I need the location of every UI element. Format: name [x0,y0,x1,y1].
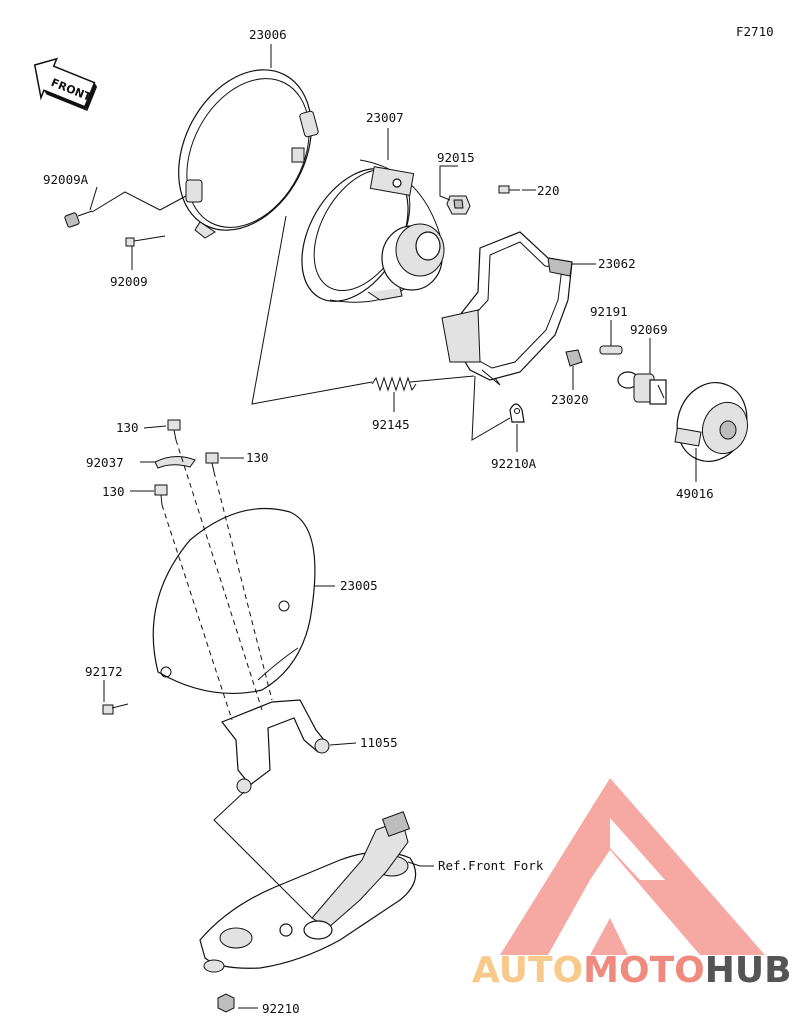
plate-92210A [509,403,525,423]
label-92145: 92145 [372,417,410,432]
label-92015: 92015 [437,150,475,165]
watermark-text: AUTOMOTOHUB [472,950,792,991]
label-23006: 23006 [249,27,287,42]
bulb-92069 [617,371,667,405]
label-92009A: 92009A [43,172,89,187]
front-fork-clamp [199,811,417,973]
bracket-23062 [441,231,573,386]
nut-92210 [217,993,235,1013]
label-23020: 23020 [551,392,589,407]
screw-92172 [102,703,129,715]
front-arrow-icon: FRONT [33,57,98,112]
figure-code: F2710 [736,24,774,39]
label-11055: 11055 [360,735,398,750]
label-92037: 92037 [86,455,124,470]
bolt-92009A [64,210,93,228]
headlight-shell-23005 [152,507,316,695]
screw-220 [498,185,520,194]
label-ref-front-fork: Ref.Front Fork [438,858,544,873]
label-130-left: 130 [102,484,125,499]
label-220: 220 [537,183,560,198]
bolt-130-left [154,484,168,506]
watermark-part-auto: AUTO [472,950,583,991]
label-49016: 49016 [676,486,714,501]
label-92069: 92069 [630,322,668,337]
label-130-right: 130 [246,450,269,465]
label-23007: 23007 [366,110,404,125]
label-130-top: 130 [116,420,139,435]
watermark-logo-icon [500,778,765,955]
label-92009: 92009 [110,274,148,289]
label-92210: 92210 [262,1001,300,1016]
bolt-130-top [167,419,181,441]
headlight-rim-23006 [178,69,319,239]
watermark-part-moto: MOTO [583,950,705,991]
bolt-92009 [125,235,166,247]
spring-92145 [371,376,417,392]
nut-92015 [446,195,471,215]
label-23062: 23062 [598,256,636,271]
clamp-92037 [154,456,196,469]
label-92172: 92172 [85,664,123,679]
label-23005: 23005 [340,578,378,593]
bolt-130-right [205,452,219,473]
label-92191: 92191 [590,304,628,319]
leader-lines [89,44,697,1009]
dust-cover-49016 [674,382,749,462]
label-92210A: 92210A [491,456,537,471]
watermark-part-hub: HUB [705,950,792,991]
clip-23020 [565,349,583,367]
bracket-11055 [221,699,330,794]
pin-92191 [599,345,623,355]
headlight-housing-23007 [301,159,445,303]
